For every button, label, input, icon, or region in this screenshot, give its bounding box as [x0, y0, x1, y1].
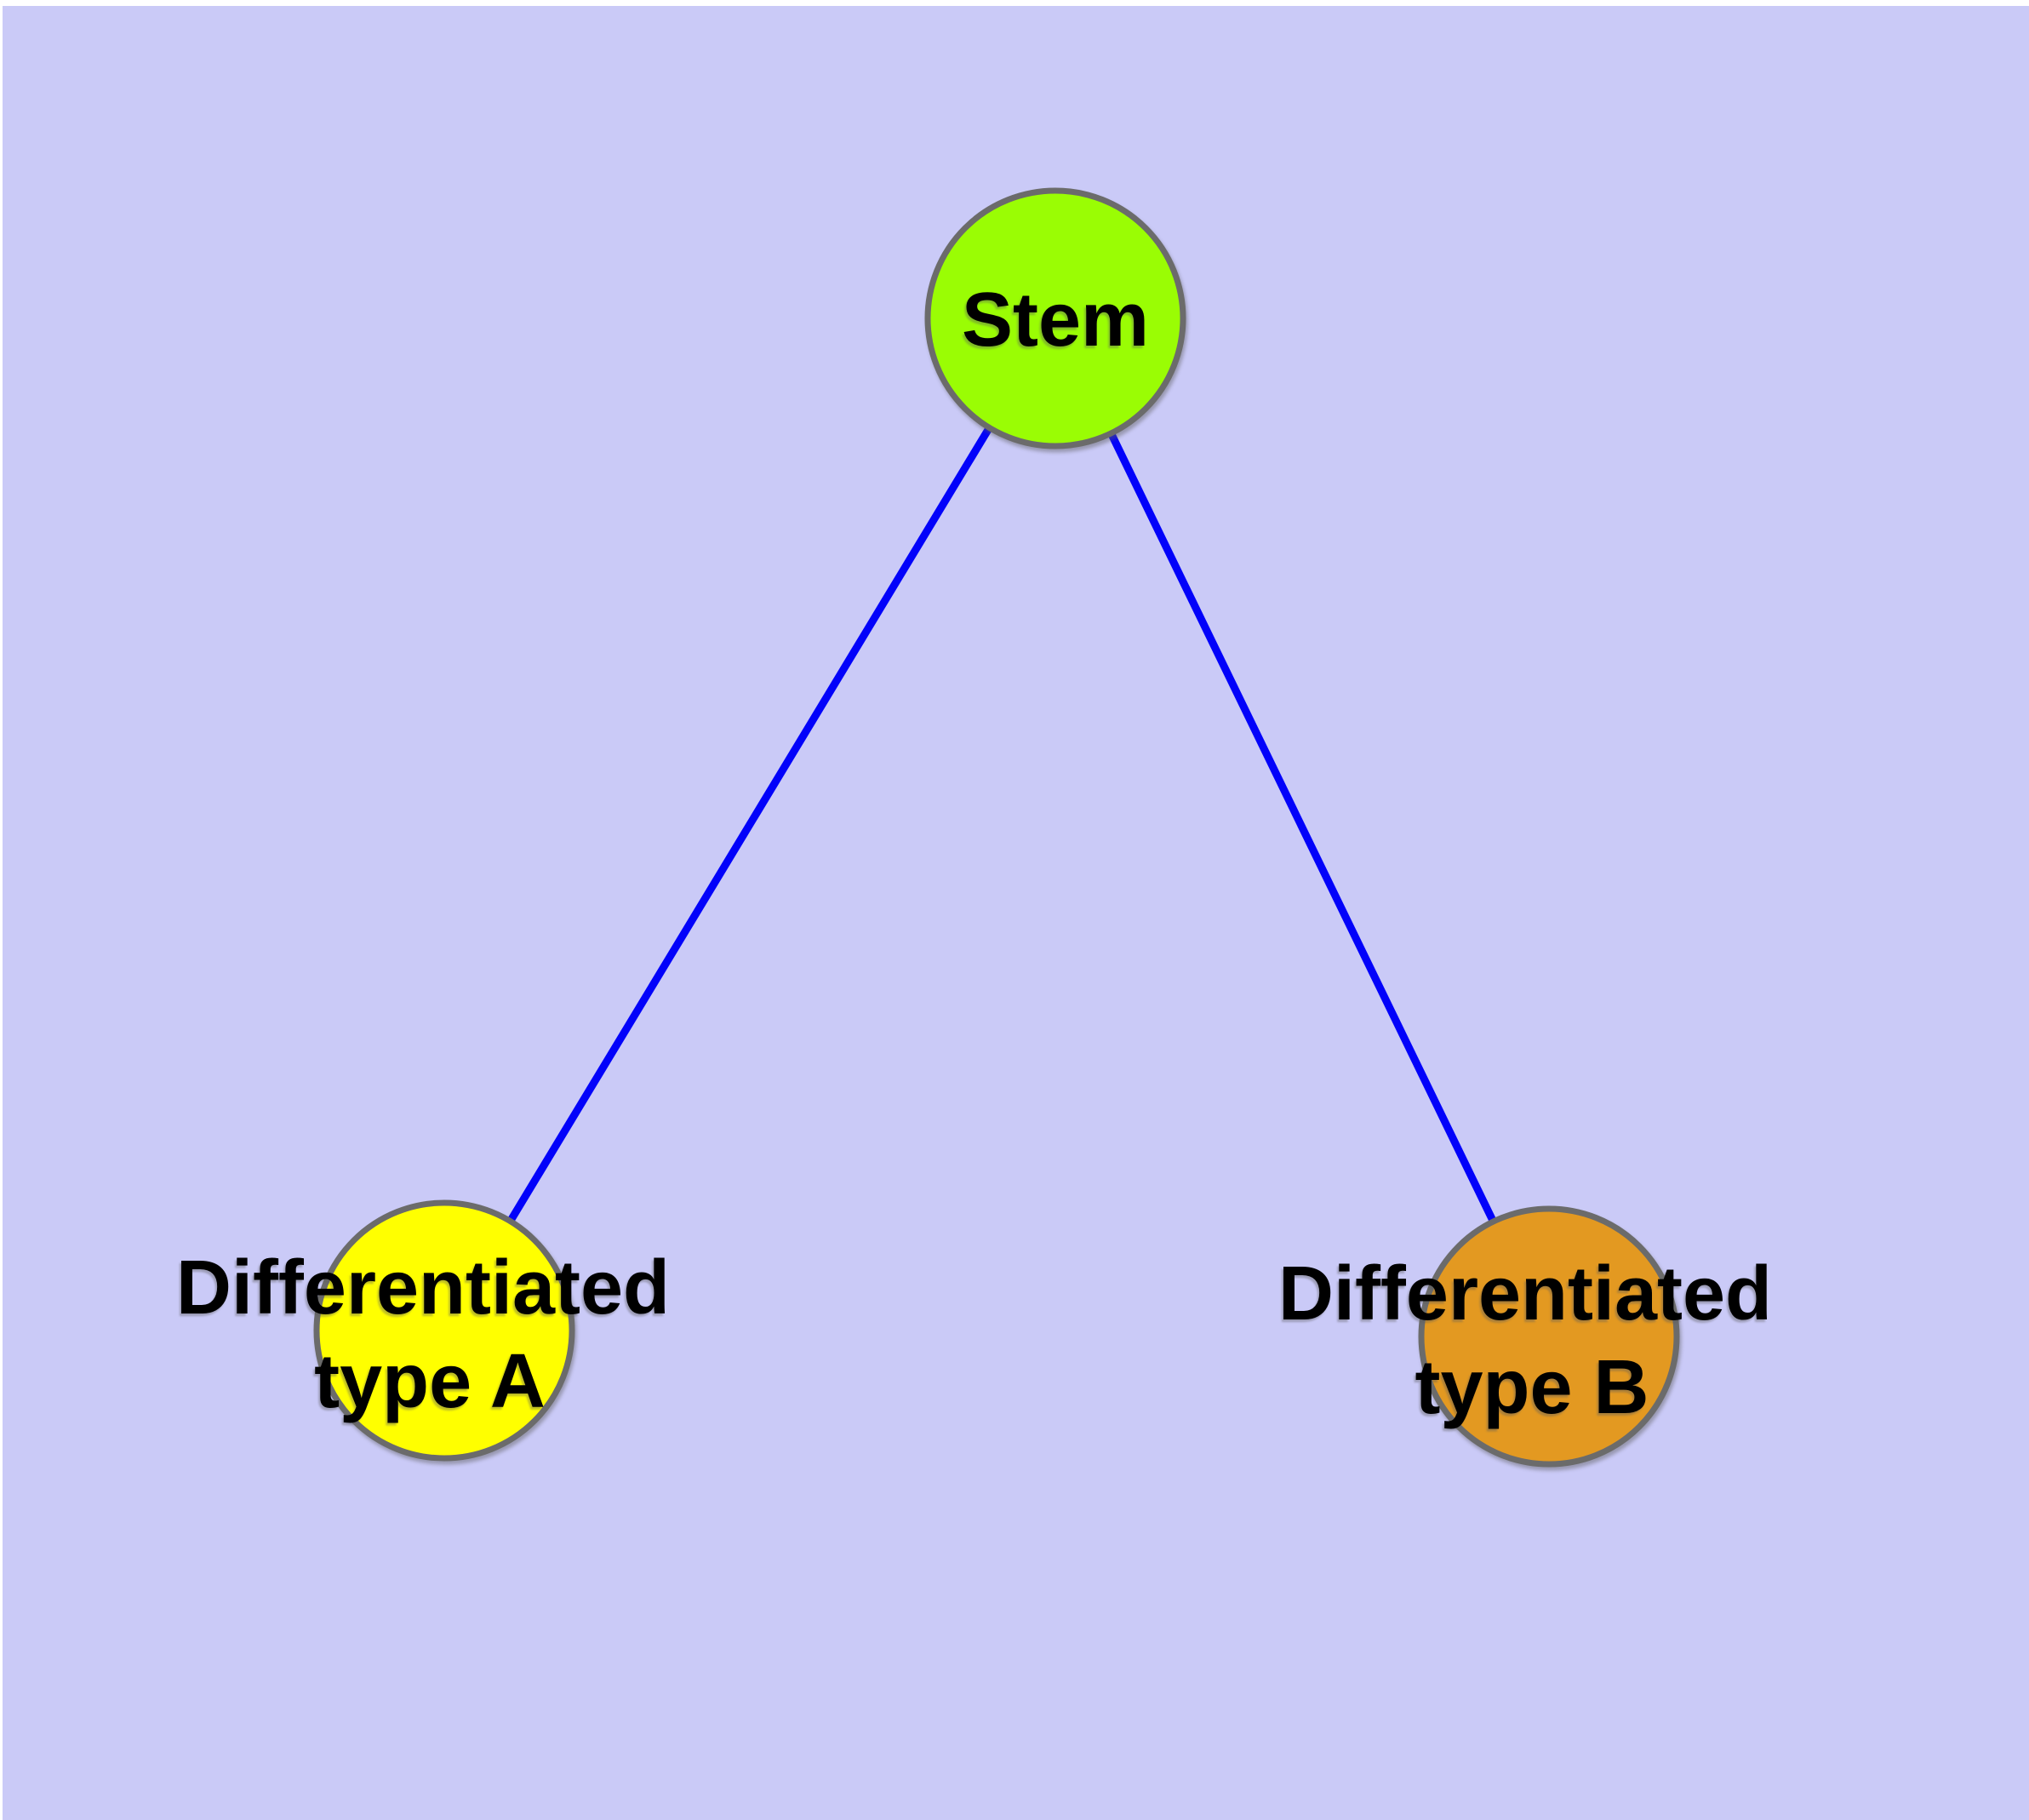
- edge-stem-to-type-a: [440, 314, 1060, 1335]
- node-type-a-label-line2: type A: [314, 1339, 546, 1424]
- node-type-b-label-line2: type B: [1415, 1345, 1649, 1430]
- left-margin-strip: [0, 0, 3, 1820]
- node-differentiated-type-b: Differentiated type B: [1278, 1205, 1772, 1468]
- node-differentiated-type-a: Differentiated type A: [176, 1199, 670, 1462]
- node-stem: Stem: [924, 187, 1186, 449]
- node-type-b-circle: [1418, 1205, 1680, 1468]
- top-margin-strip: [0, 0, 2029, 6]
- node-type-a-label-line1: Differentiated: [176, 1245, 670, 1331]
- edge-stem-to-type-b: [1051, 314, 1553, 1341]
- node-stem-circle: [924, 187, 1186, 449]
- node-type-b-label-line1: Differentiated: [1278, 1251, 1772, 1336]
- node-type-a-circle: [313, 1199, 575, 1462]
- node-stem-label: Stem: [962, 278, 1149, 363]
- edges-layer: [440, 314, 1553, 1341]
